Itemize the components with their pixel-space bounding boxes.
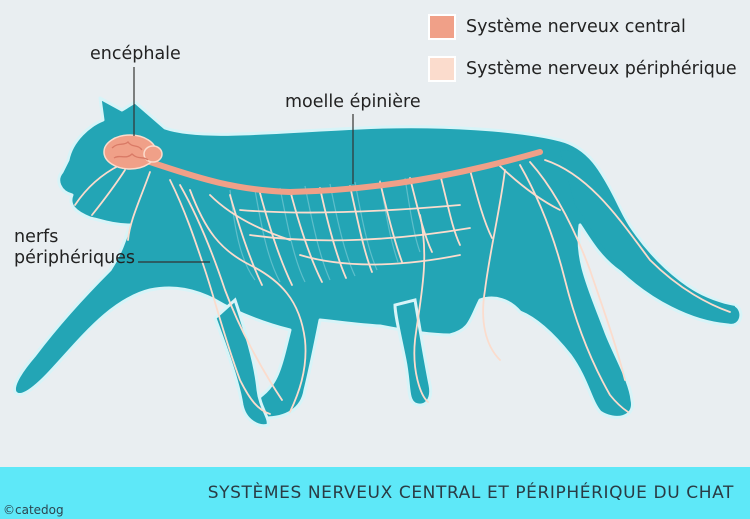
spinal-cord	[147, 149, 543, 196]
leader-lines	[133, 67, 354, 263]
label-brain: encéphale	[90, 44, 181, 64]
legend-item-central: Système nerveux central	[428, 12, 737, 42]
legend-label-peripheral: Système nerveux périphérique	[466, 59, 737, 79]
legend-label-central: Système nerveux central	[466, 17, 686, 37]
peripheral-swatch	[428, 56, 456, 82]
credit: ©catedog	[3, 503, 64, 517]
label-nerves-line1: nerfs	[14, 227, 59, 247]
peripheral-nerves	[74, 159, 731, 415]
legend: Système nerveux central Système nerveux …	[428, 12, 737, 96]
label-nerves-line2: périphériques	[14, 248, 136, 268]
footer-title: SYSTÈMES NERVEUX CENTRAL ET PÉRIPHÉRIQUE…	[207, 483, 734, 503]
footer-bar: SYSTÈMES NERVEUX CENTRAL ET PÉRIPHÉRIQUE…	[0, 467, 750, 519]
legend-item-peripheral: Système nerveux périphérique	[428, 54, 737, 84]
label-spinal-cord: moelle épinière	[285, 92, 421, 112]
brain	[103, 134, 163, 170]
central-swatch	[428, 14, 456, 40]
